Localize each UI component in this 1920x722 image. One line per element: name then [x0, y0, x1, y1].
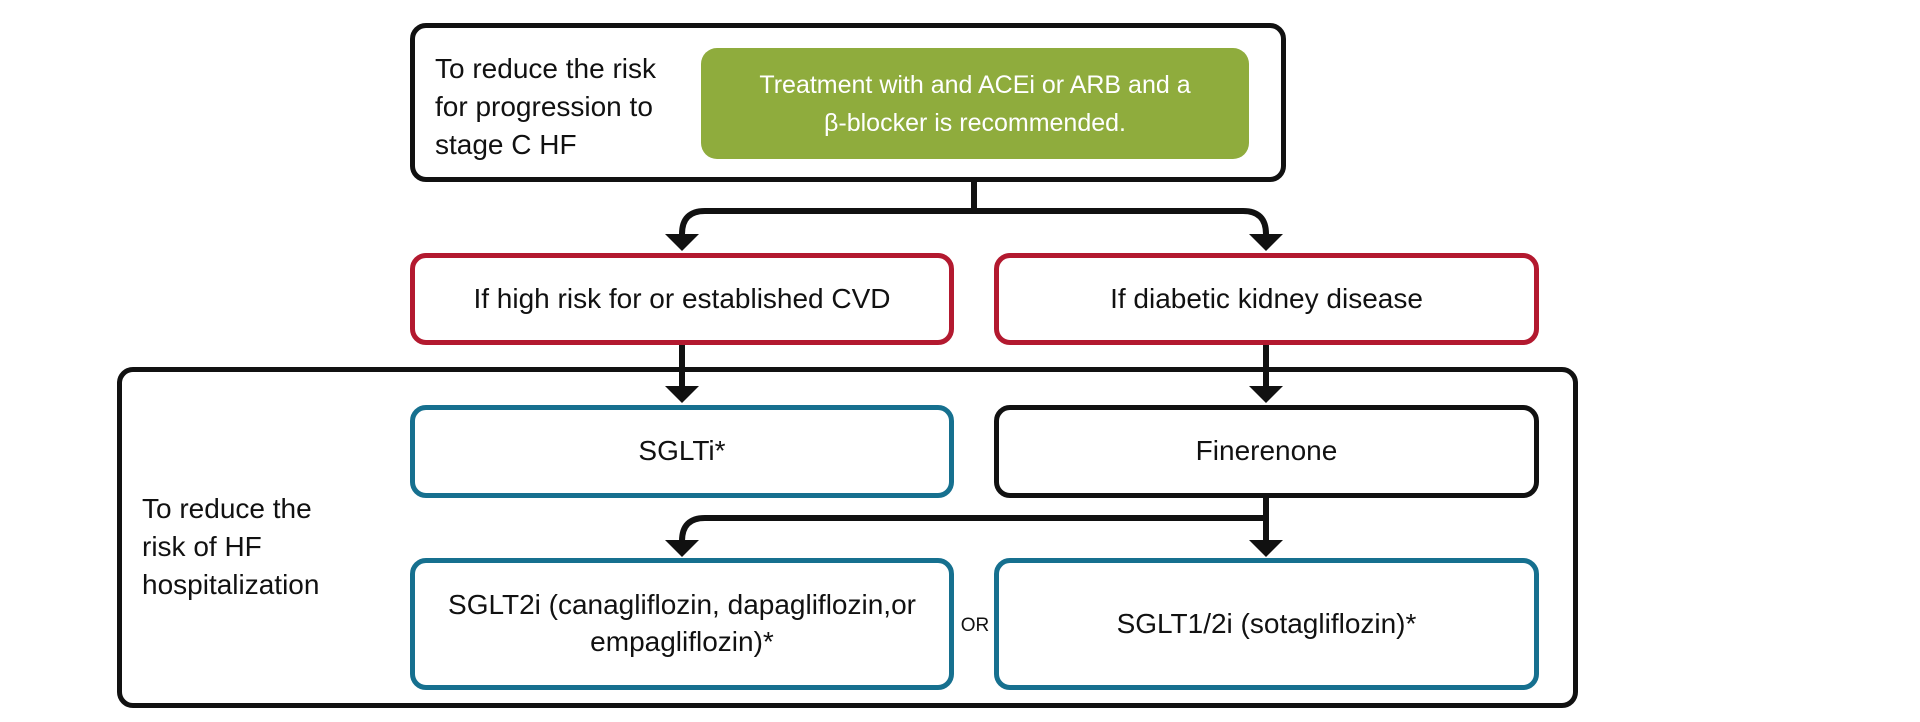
condition-dkd-box: If diabetic kidney disease	[994, 253, 1539, 345]
therapy-finerenone-box: Finerenone	[994, 405, 1539, 498]
therapy-sglt12i-box: SGLT1/2i (sotagliflozin)*	[994, 558, 1539, 690]
arrowhead-dkd	[1249, 234, 1283, 251]
therapy-sglti-box: SGLTi*	[410, 405, 954, 498]
therapy-sglt2i-box: SGLT2i (canagliflozin, dapagliflozin,or …	[410, 558, 954, 690]
bottom-section-label: To reduce the risk of HF hospitalization	[142, 493, 320, 600]
arrowhead-cvd	[665, 234, 699, 251]
condition-cvd-box: If high risk for or established CVD	[410, 253, 954, 345]
bottom-section-box	[117, 367, 1578, 708]
recommendation-box: Treatment with and ACEi or ARB and a β-b…	[701, 48, 1249, 159]
top-split-connector	[679, 180, 977, 237]
top-split-connector-right	[974, 208, 1269, 237]
top-section-label: To reduce the risk for progression to st…	[435, 53, 656, 160]
or-label: OR	[960, 615, 990, 636]
